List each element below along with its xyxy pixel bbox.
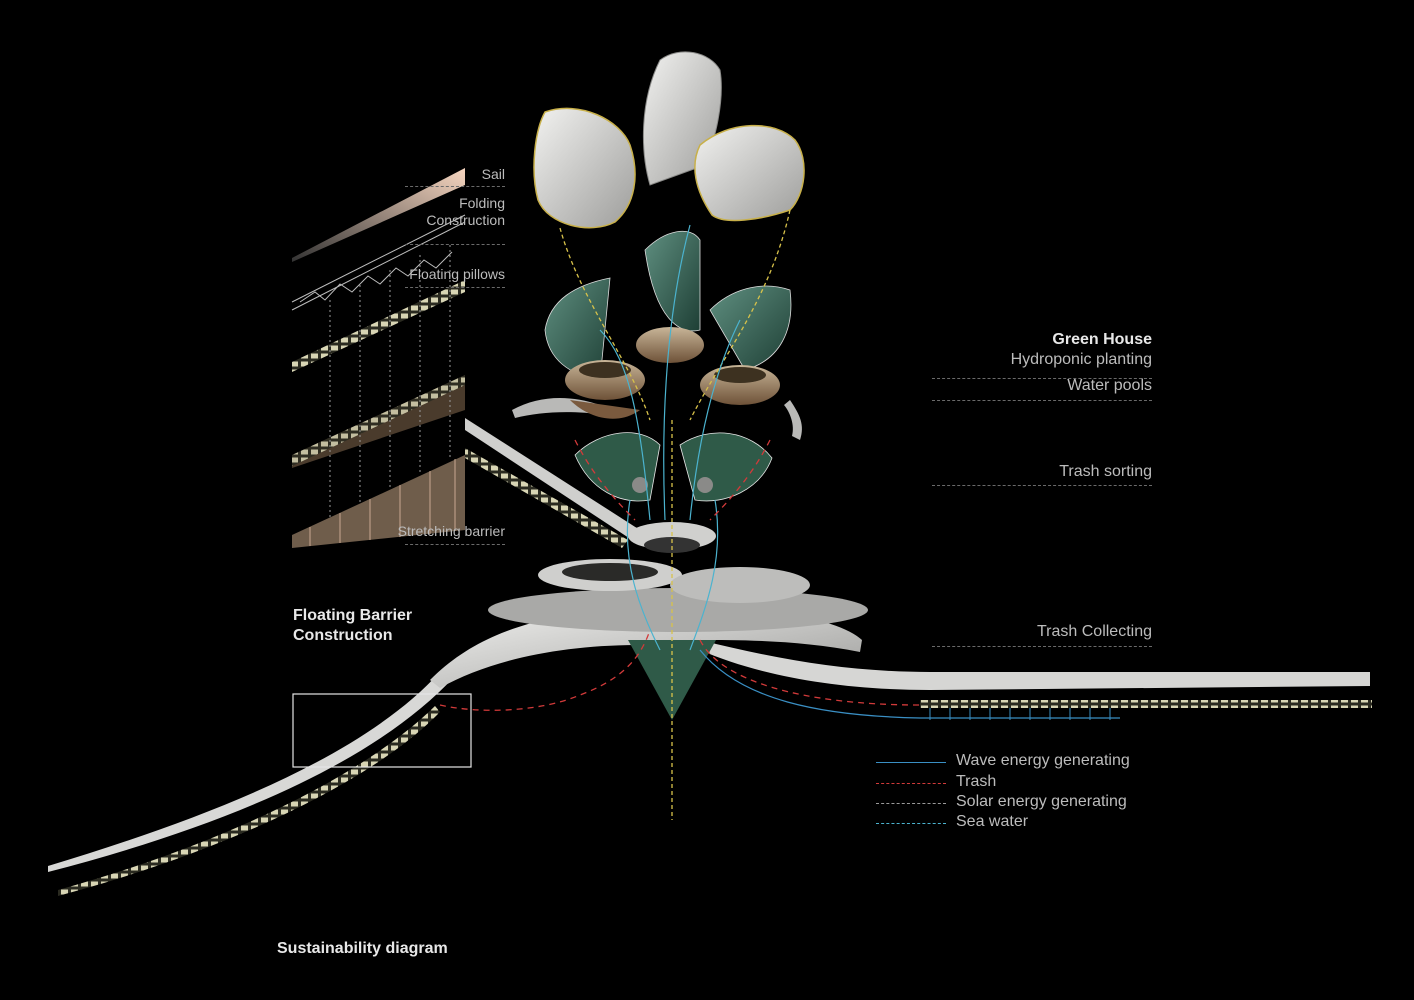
legend-swatch	[876, 762, 946, 763]
legend-swatch	[876, 823, 946, 824]
barrier-leader	[405, 544, 505, 545]
folding-layer	[291, 214, 466, 311]
left-arm	[48, 672, 455, 896]
folding-label-2: Construction	[426, 212, 505, 228]
legend-item-wave: Wave energy generating	[876, 752, 1176, 772]
green-house-label: Green House	[1052, 331, 1152, 348]
trash-lines	[439, 439, 921, 711]
legend-label: Sea water	[956, 813, 1029, 830]
folding-leader	[405, 244, 505, 245]
greenhouse-modules	[512, 231, 802, 440]
legend-item-sea: Sea water	[876, 813, 1176, 833]
legend-label: Trash	[956, 773, 997, 790]
legend-item-solar: Solar energy generating	[876, 793, 1176, 813]
water-pools-label: Water pools	[1067, 377, 1152, 394]
legend-label: Wave energy generating	[956, 752, 1130, 769]
trash-sorting-leader	[932, 485, 1152, 486]
wave-energy-line	[699, 649, 1120, 719]
sorting-modules	[574, 432, 773, 502]
top-shells	[533, 51, 805, 229]
construction-layers	[291, 168, 466, 548]
trash-collecting-leader	[932, 646, 1152, 647]
sea-water-lines	[599, 224, 741, 651]
sail-leader	[405, 186, 505, 187]
trash-sorting-label: Trash sorting	[1059, 463, 1152, 480]
upper-arm	[465, 418, 640, 548]
hydroponic-label: Hydroponic planting	[1010, 351, 1152, 368]
detail-frame	[292, 693, 472, 768]
hydroponic-leader	[932, 378, 1152, 379]
base-platform	[430, 522, 868, 720]
water-pools-leader	[932, 400, 1152, 401]
solar-lines	[559, 209, 791, 820]
barrier-label: Stretching barrier	[397, 523, 505, 539]
legend-swatch	[876, 803, 946, 804]
pillows-leader	[405, 287, 505, 288]
floating-barrier-title-1: Floating Barrier	[293, 607, 413, 624]
pillows-label: Floating pillows	[409, 266, 505, 282]
legend-label: Solar energy generating	[956, 793, 1127, 810]
diagram-caption: Sustainability diagram	[277, 940, 448, 957]
legend-swatch	[876, 783, 946, 784]
sail-layer	[292, 168, 465, 262]
sail-label: Sail	[481, 166, 505, 182]
pillow-layer-2	[292, 375, 465, 468]
barrier-layer	[292, 455, 465, 548]
legend-item-trash: Trash	[876, 773, 1176, 793]
right-arm	[700, 640, 1372, 720]
folding-label-1: Folding	[459, 195, 505, 211]
floating-barrier-title-2: Construction	[293, 627, 393, 644]
trash-collecting-label: Trash Collecting	[1036, 623, 1152, 640]
pillow-layer	[292, 280, 465, 372]
